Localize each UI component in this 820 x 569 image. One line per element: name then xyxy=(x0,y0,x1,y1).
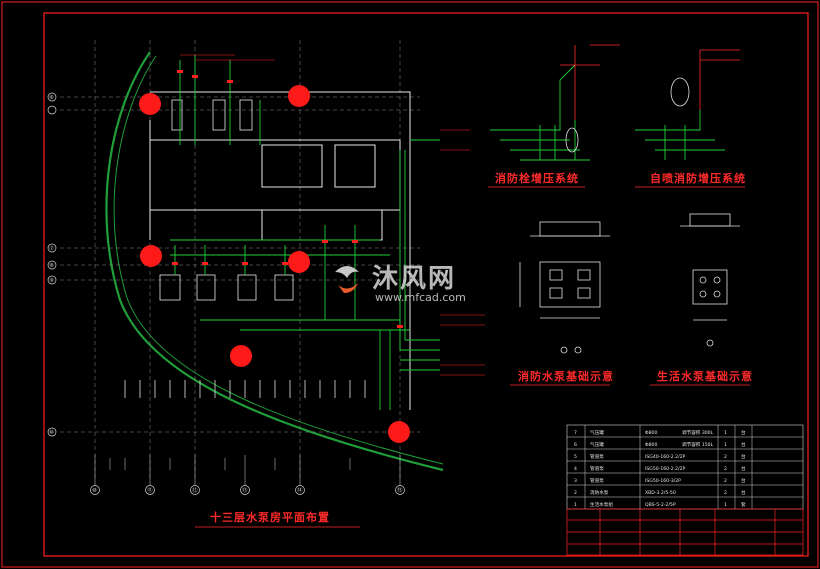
left-axis-label: ⑧ xyxy=(49,263,54,269)
bom-cell-name: 消防水泵 xyxy=(590,489,609,496)
bom-cell-unit: 台 xyxy=(741,477,746,484)
room-walls xyxy=(149,91,411,410)
watermark-logo-icon xyxy=(335,266,359,293)
bom-cell-no: 1 xyxy=(574,502,577,508)
annotations xyxy=(180,54,485,376)
bottom-axis-label: ⑬ xyxy=(242,486,248,494)
bom-cell-no: 4 xyxy=(574,466,577,472)
bom-cell-spec: Φ800 xyxy=(645,442,657,448)
bom-cell-no: 6 xyxy=(574,442,577,448)
bom-cell-qty: 2 xyxy=(724,490,727,496)
bom-cell-spec: ISG50-160-3/2P xyxy=(645,478,681,484)
bom-cell-name: 气压罐 xyxy=(590,441,604,448)
left-axis-label: ⑦ xyxy=(49,245,54,252)
fire-pump-foundation-detail xyxy=(519,221,610,354)
left-axis-label: ⑥ xyxy=(49,95,54,101)
fire-hydrant-system-title: 消防栓增压系统 xyxy=(495,171,579,185)
pipe-network xyxy=(170,55,440,410)
watermark: 沐风网 www.mfcad.com xyxy=(335,264,466,304)
bom-cell-name: 管道泵 xyxy=(590,453,604,460)
curved-boundary-inner xyxy=(113,55,444,465)
bom-cell-name: 生活水泵组 xyxy=(590,501,613,508)
bom-cell-name: 气压罐 xyxy=(590,429,604,436)
bom-cell-name: 管道泵 xyxy=(590,477,604,484)
bottom-axis-label: ⑮ xyxy=(397,486,403,494)
domestic-pump-foundation-title: 生活水泵基础示意 xyxy=(657,369,753,383)
bom-cell-qty: 2 xyxy=(724,454,727,460)
bom-cell-qty: 1 xyxy=(724,502,727,508)
bottom-axis-label: ⑪ xyxy=(147,486,153,494)
left-axis-markers xyxy=(47,92,57,437)
bom-cell-spec: XBD-3.2/5-50 xyxy=(645,490,676,496)
pipe-valves xyxy=(172,70,403,328)
bom-cell-spec2: 调节容积 150L xyxy=(682,441,714,448)
bottom-axis-markers xyxy=(90,485,405,495)
bill-of-materials: 7 气压罐 Φ800 调节容积 300L 1 台 6 气压罐 Φ800 调节容积 150L 1 台 5 管… xyxy=(566,424,804,510)
curved-boundary-outer xyxy=(105,51,444,472)
plan-title: 十三层水泵房平面布置 xyxy=(210,510,330,524)
bottom-axis-ticks xyxy=(94,455,401,485)
bom-cell-name: 管道泵 xyxy=(590,465,604,472)
bom-cell-no: 2 xyxy=(574,490,577,496)
bom-cell-spec: ISG40-160-2.2/2P xyxy=(645,454,686,460)
sprinkler-system-title: 自喷消防增压系统 xyxy=(650,171,746,185)
bom-cell-spec2: 调节容积 300L xyxy=(682,429,714,436)
bom-cell-no: 7 xyxy=(574,430,577,436)
bom-cell-qty: 1 xyxy=(724,442,727,448)
watermark-brand: 沐风网 xyxy=(372,264,456,294)
fire-hydrant-booster-diagram: 消防栓增压系统 xyxy=(488,44,620,188)
bom-cell-spec: Φ800 xyxy=(645,430,657,436)
domestic-pump-foundation-detail xyxy=(680,213,740,347)
pump-room-plan: 十三层水泵房平面布置 xyxy=(47,40,485,528)
bom-cell-no: 3 xyxy=(574,478,577,484)
bottom-axis-label: ⑩ xyxy=(92,487,97,494)
equipment-markers xyxy=(139,85,410,443)
bom-cell-no: 5 xyxy=(574,454,577,460)
fire-pump-foundation-title: 消防水泵基础示意 xyxy=(518,369,614,383)
bom-cell-unit: 套 xyxy=(741,501,746,508)
bom-cell-unit: 台 xyxy=(741,429,746,436)
bottom-axis-label: ⑫ xyxy=(192,486,198,494)
left-axis-label: ⑩ xyxy=(49,429,54,436)
bottom-axis-label: ⑭ xyxy=(297,486,303,494)
bom-cell-qty: 2 xyxy=(724,466,727,472)
watermark-url: www.mfcad.com xyxy=(375,291,466,304)
sprinkler-booster-diagram: 自喷消防增压系统 xyxy=(635,49,746,188)
inner-frame xyxy=(43,12,809,557)
bom-cell-qty: 1 xyxy=(724,430,727,436)
bom-cell-unit: 台 xyxy=(741,453,746,460)
bom-rows: 7 气压罐 Φ800 调节容积 300L 1 台 6 气压罐 Φ800 调节容积 150L 1 台 5 管… xyxy=(574,429,746,508)
bom-cell-unit: 台 xyxy=(741,489,746,496)
title-block xyxy=(566,508,804,556)
pump-bases xyxy=(159,99,294,301)
bom-cell-spec: ISG50-160-2.2/2P xyxy=(645,466,686,472)
left-axis-label: ⑨ xyxy=(49,277,54,284)
bom-cell-unit: 台 xyxy=(741,441,746,448)
bom-cell-spec: QBS-5-2-2/5P xyxy=(645,502,676,508)
parking-stalls xyxy=(124,380,366,398)
bom-cell-qty: 2 xyxy=(724,478,727,484)
bom-cell-unit: 台 xyxy=(741,465,746,472)
